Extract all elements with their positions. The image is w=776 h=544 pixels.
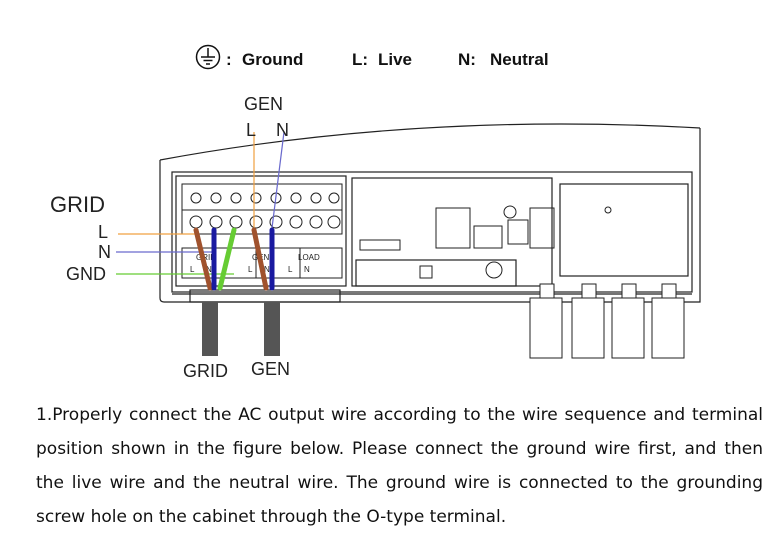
legend-ground-sep: : xyxy=(226,50,232,69)
gen-n-label: N xyxy=(276,120,289,140)
gen-l-label: L xyxy=(246,120,257,140)
legend-neutral-key: N: xyxy=(458,50,476,69)
term-l1: L xyxy=(190,265,195,274)
terminal-block xyxy=(181,183,343,279)
term-grid-label: GRID xyxy=(196,253,216,262)
instruction-paragraph: 1.Properly connect the AC output wire ac… xyxy=(36,405,763,527)
pv-connectors xyxy=(529,283,685,359)
gen-cable xyxy=(264,302,280,356)
ground-icon xyxy=(195,44,221,70)
legend: : Ground L: Live N: Neutral xyxy=(0,44,776,78)
term-load-label: LOAD xyxy=(298,253,320,262)
legend-live-key: L: xyxy=(352,50,369,69)
gen-top-label: GEN xyxy=(244,94,284,114)
left-l-label: L xyxy=(98,222,109,242)
term-n1: N xyxy=(206,265,212,274)
grid-cable xyxy=(202,302,218,356)
term-l2: L xyxy=(248,265,253,274)
legend-ground: Ground xyxy=(242,50,304,69)
grid-bottom-label: GRID xyxy=(183,361,228,381)
gen-bottom-label: GEN xyxy=(251,359,291,379)
gen-wires xyxy=(251,227,275,291)
inverter-housing xyxy=(159,123,701,303)
legend-neutral: Neutral xyxy=(490,50,549,69)
wiring-diagram: GRID GEN LOAD L N L N L N xyxy=(116,123,701,359)
term-n3: N xyxy=(304,265,310,274)
term-l3: L xyxy=(288,265,293,274)
left-n-label: N xyxy=(98,242,111,262)
grid-wires xyxy=(193,227,237,291)
term-n2: N xyxy=(264,265,270,274)
grid-left-label: GRID xyxy=(50,192,105,217)
circuit-board xyxy=(359,205,612,279)
legend-live: Live xyxy=(378,50,413,69)
left-gnd-label: GND xyxy=(66,264,106,284)
